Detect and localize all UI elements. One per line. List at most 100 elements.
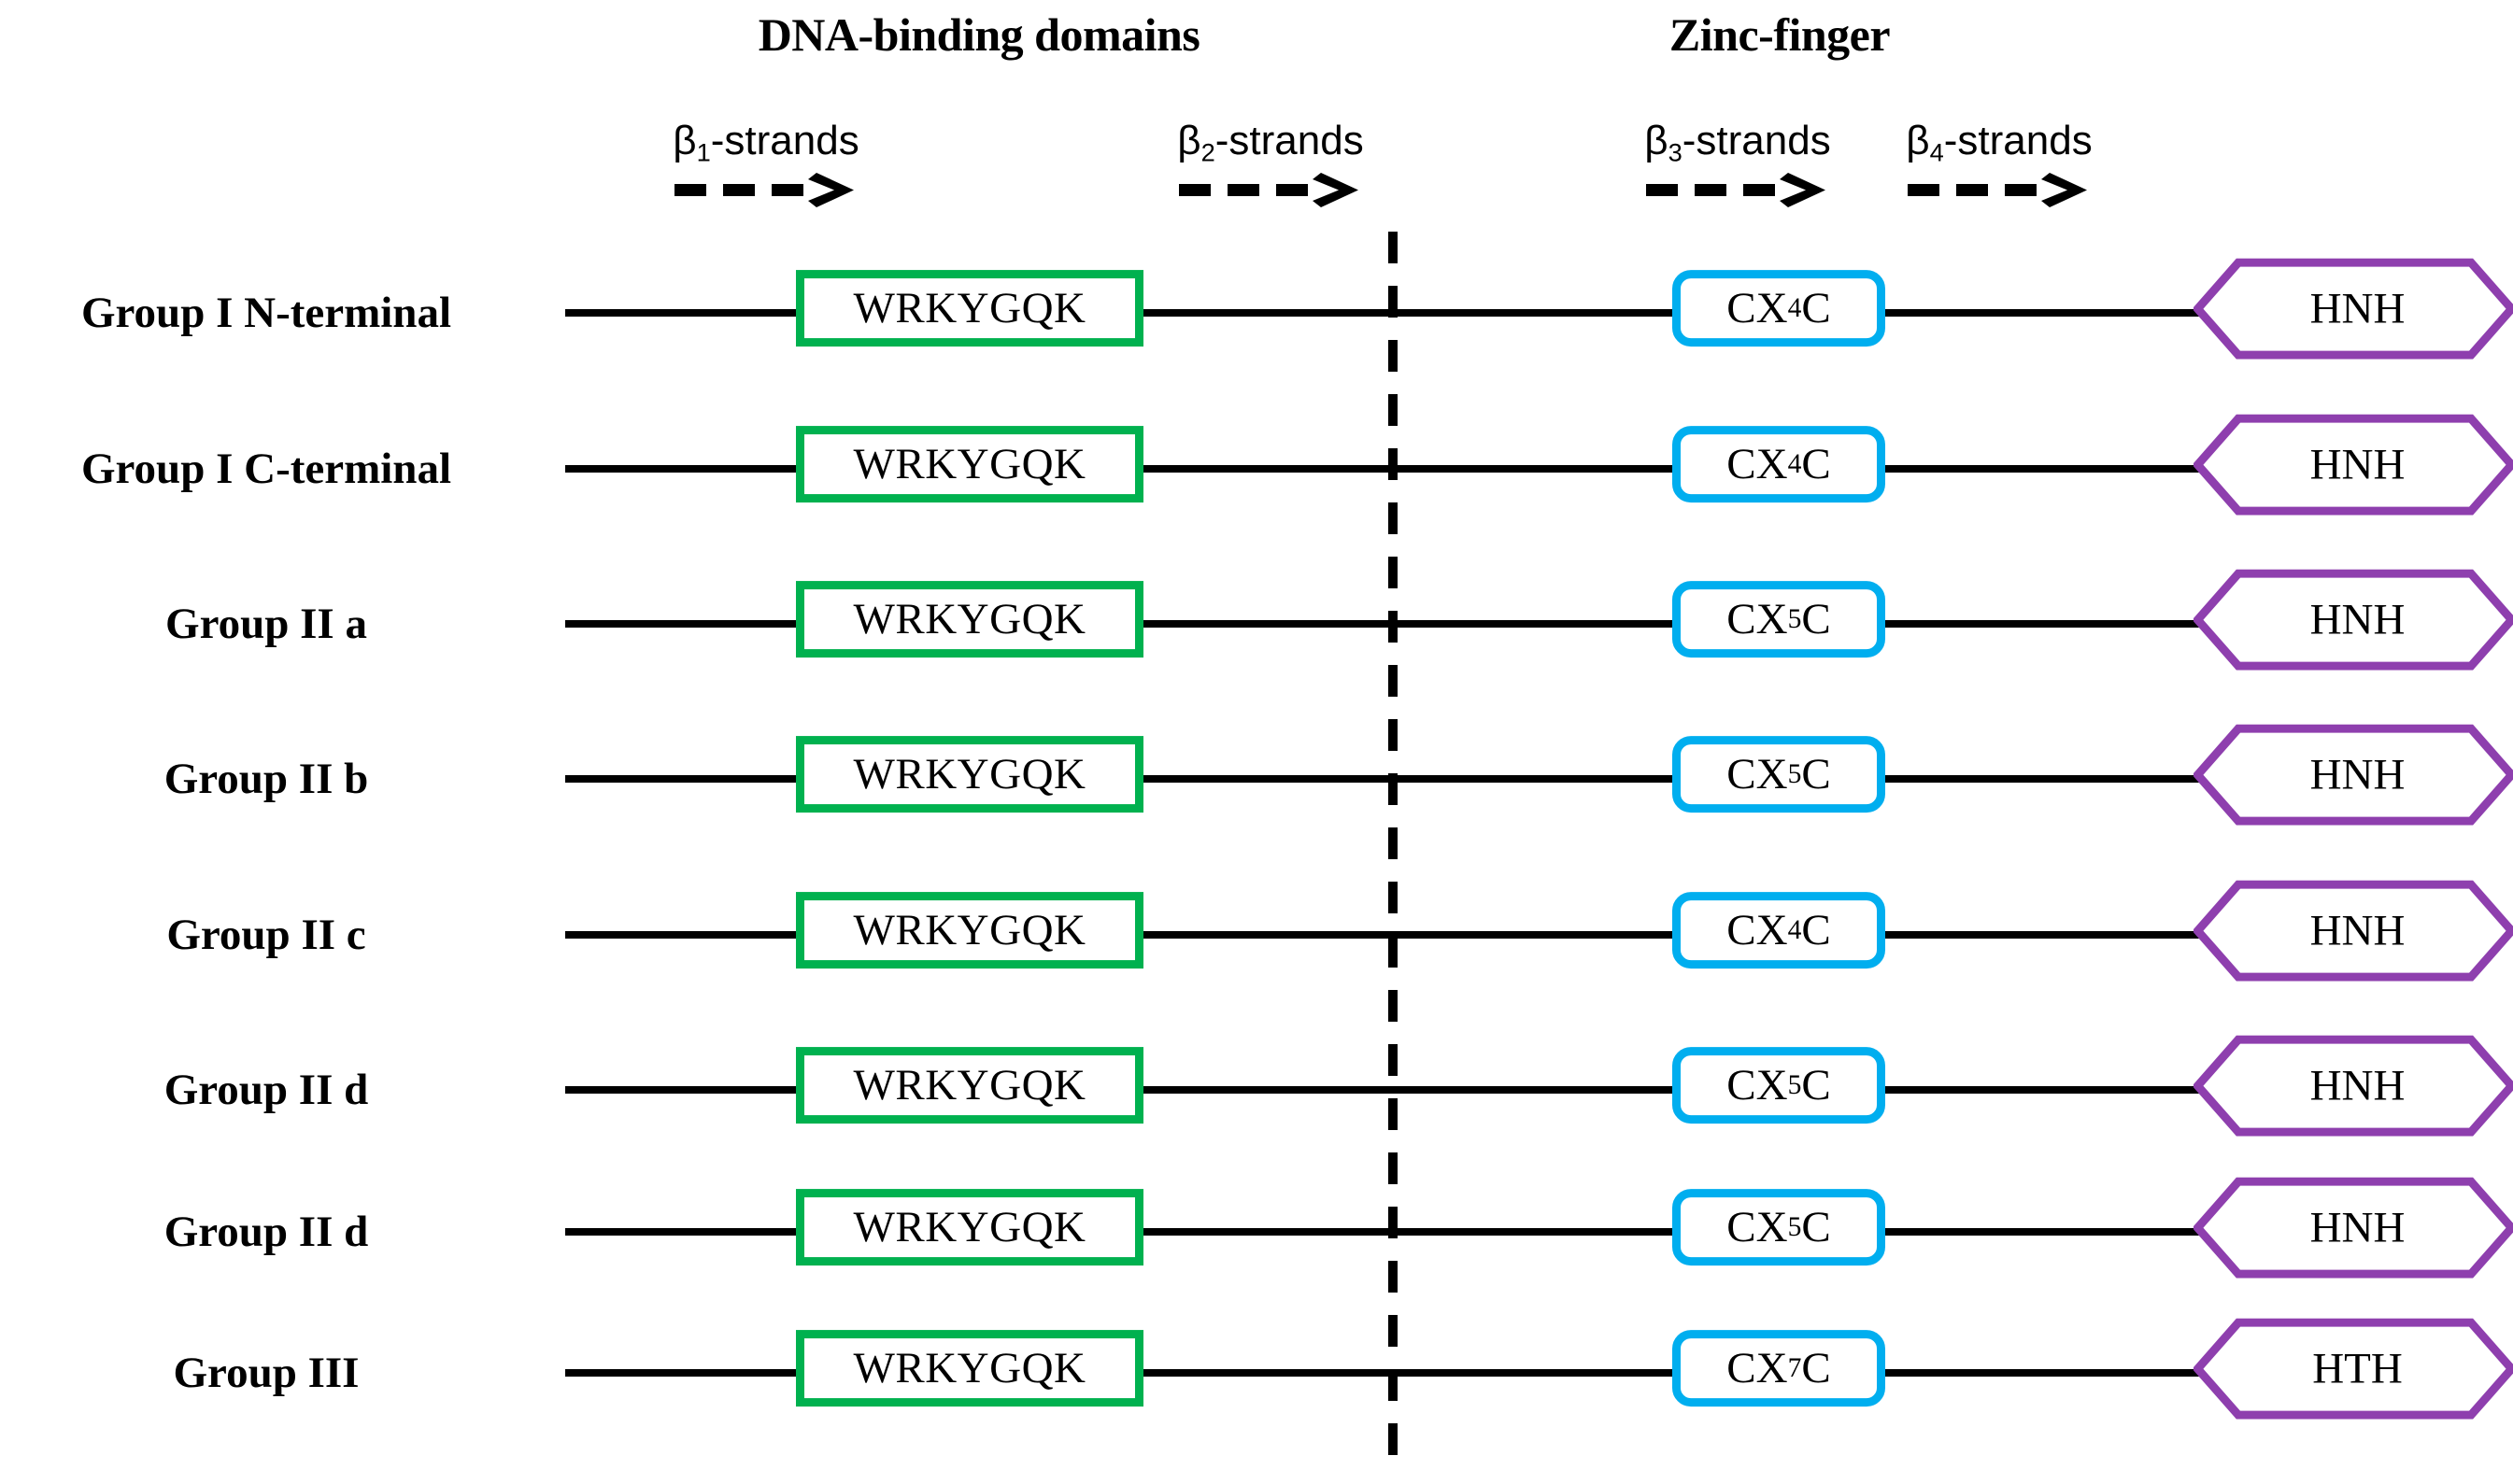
wrky-domain-box: WRKYGQK [796, 581, 1143, 658]
backbone-line [565, 309, 2247, 317]
zinc-subscript: 5 [1787, 1211, 1802, 1242]
beta-strand-group-beta4: β4-strands [1850, 118, 2149, 214]
beta-suffix: -strands [1682, 118, 1831, 163]
zinc-prefix: CX [1726, 906, 1788, 955]
beta-subscript: 3 [1668, 137, 1682, 167]
wrky-domain-box: WRKYGQK [796, 892, 1143, 969]
zinc-suffix: C [1801, 1061, 1831, 1110]
beta-subscript: 2 [1200, 137, 1215, 167]
wrky-domain-box: WRKYGQK [796, 1047, 1143, 1124]
zinc-subscript: 5 [1787, 1069, 1802, 1100]
terminal-domain-hexagon: HNH [2194, 1035, 2513, 1137]
terminal-domain-hexagon: HNH [2194, 569, 2513, 671]
vertical-dashed-divider [1388, 232, 1398, 1460]
terminal-domain-label: HNH [2309, 1061, 2406, 1110]
terminal-domain-label: HNH [2309, 750, 2406, 799]
zinc-prefix: CX [1726, 595, 1788, 644]
group-label: Group I N-terminal [80, 289, 451, 337]
group-label: Group I C-terminal [80, 445, 451, 493]
backbone-line [565, 1086, 2247, 1094]
zinc-subscript: 5 [1787, 758, 1802, 789]
terminal-domain-hexagon: HNH [2194, 1177, 2513, 1279]
terminal-domain-hexagon: HNH [2194, 724, 2513, 826]
wrky-domain-box: WRKYGQK [796, 1330, 1143, 1407]
group-label: Group II a [165, 600, 367, 648]
beta-glyph: β [1906, 118, 1930, 163]
zinc-prefix: CX [1726, 1203, 1788, 1252]
beta-strand-label-beta3: β3-strands [1644, 118, 1831, 167]
beta-strand-group-beta1: β1-strands [617, 118, 916, 214]
dashed-arrow-right-icon [674, 172, 858, 214]
zinc-subscript: 5 [1787, 603, 1802, 634]
beta-subscript: 4 [1929, 137, 1944, 167]
dashed-arrow-right-icon [1179, 172, 1362, 214]
zinc-prefix: CX [1726, 750, 1788, 799]
terminal-domain-hexagon: HNH [2194, 880, 2513, 982]
wrky-domain-box: WRKYGQK [796, 1189, 1143, 1266]
terminal-domain-label: HNH [2309, 1203, 2406, 1252]
backbone-line [565, 775, 2247, 783]
dashed-arrow-right-icon [1646, 172, 1829, 214]
beta-glyph: β [1644, 118, 1668, 163]
group-label: Group II d [163, 1066, 369, 1114]
terminal-domain-label: HNH [2309, 595, 2406, 644]
backbone-line [565, 1228, 2247, 1236]
zinc-suffix: C [1801, 1203, 1831, 1252]
section-header-dna-binding-domains: DNA-binding domains [758, 8, 1200, 61]
beta-suffix: -strands [710, 118, 859, 163]
zinc-suffix: C [1801, 1344, 1831, 1393]
zinc-suffix: C [1801, 440, 1831, 489]
zinc-subscript: 4 [1787, 448, 1802, 479]
zinc-prefix: CX [1726, 1061, 1788, 1110]
zinc-subscript: 7 [1787, 1352, 1802, 1383]
beta-strand-group-beta3: β3-strands [1588, 118, 1887, 214]
group-label: Group II c [166, 911, 366, 959]
beta-suffix: -strands [1943, 118, 2093, 163]
beta-strand-label-beta4: β4-strands [1906, 118, 2093, 167]
group-label: Group II b [163, 755, 369, 803]
zinc-prefix: CX [1726, 1344, 1788, 1393]
beta-suffix: -strands [1214, 118, 1364, 163]
beta-glyph: β [673, 118, 697, 163]
zinc-suffix: C [1801, 595, 1831, 644]
beta-strand-label-beta1: β1-strands [673, 118, 859, 167]
backbone-line [565, 620, 2247, 628]
zinc-subscript: 4 [1787, 914, 1802, 945]
backbone-line [565, 1369, 2247, 1377]
terminal-domain-label: HNH [2309, 284, 2406, 333]
zinc-subscript: 4 [1787, 292, 1802, 323]
terminal-domain-hexagon: HNH [2194, 258, 2513, 360]
terminal-domain-label: HTH [2312, 1344, 2403, 1393]
beta-subscript: 1 [696, 137, 711, 167]
beta-strand-group-beta2: β2-strands [1121, 118, 1420, 214]
zinc-prefix: CX [1726, 440, 1788, 489]
backbone-line [565, 931, 2247, 939]
backbone-line [565, 465, 2247, 473]
terminal-domain-hexagon: HTH [2194, 1318, 2513, 1420]
group-label: Group III [173, 1349, 360, 1397]
dashed-arrow-right-icon [1908, 172, 2091, 214]
terminal-domain-label: HNH [2309, 440, 2406, 489]
zinc-suffix: C [1801, 906, 1831, 955]
wrky-domain-box: WRKYGQK [796, 426, 1143, 503]
wrky-domain-box: WRKYGQK [796, 270, 1143, 347]
beta-strand-label-beta2: β2-strands [1177, 118, 1364, 167]
section-header-zinc-finger: Zinc-finger [1668, 8, 1891, 61]
beta-glyph: β [1177, 118, 1201, 163]
group-label: Group II d [163, 1208, 369, 1256]
